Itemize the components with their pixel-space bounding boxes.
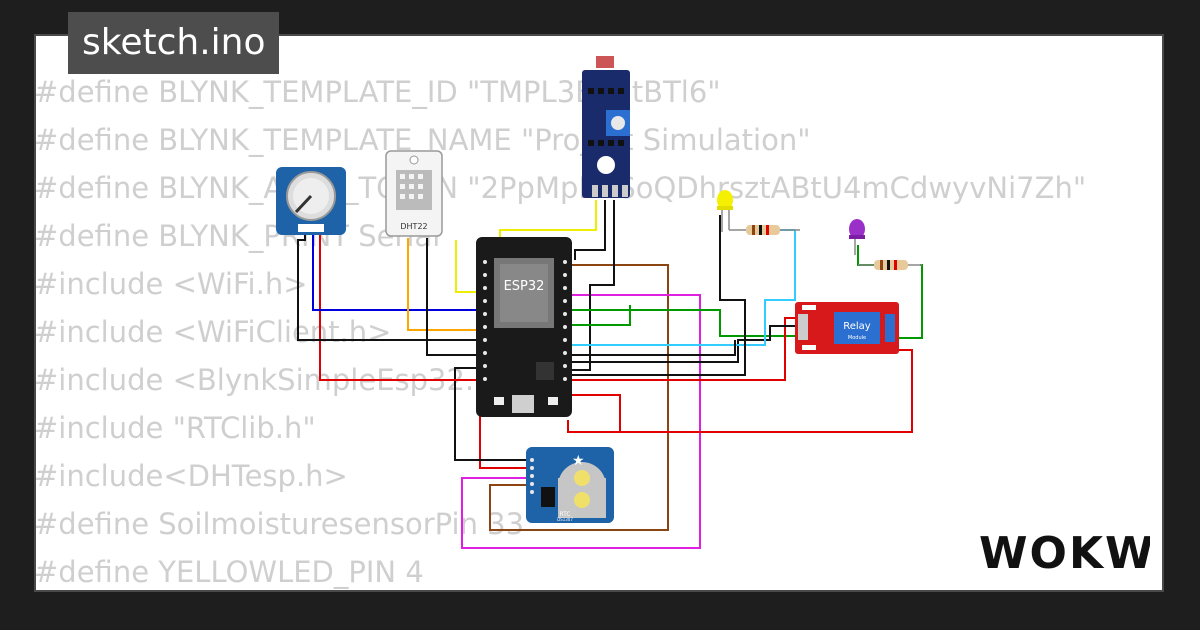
wire-black-pot bbox=[297, 232, 482, 341]
relay-label: Relay bbox=[843, 321, 871, 332]
relay-sub: Module bbox=[848, 335, 866, 341]
wokwi-logo: WOKWi bbox=[979, 528, 1150, 579]
yellow-led[interactable] bbox=[717, 190, 733, 232]
wire-red-pot bbox=[319, 232, 480, 381]
code-preview: #define BLYNK_TEMPLATE_ID "TMPL3BE7tBTl6… bbox=[34, 68, 1086, 596]
wire-black-ledy bbox=[568, 215, 746, 376]
wire-brown bbox=[489, 264, 669, 531]
sketch-file-tab[interactable]: sketch.ino bbox=[68, 12, 280, 74]
wire-orange-dht bbox=[407, 238, 488, 331]
esp32-board[interactable]: ESP32 bbox=[476, 237, 572, 417]
wire-black-relay bbox=[568, 325, 805, 363]
code-line: #include "RTClib.h" bbox=[34, 411, 316, 445]
wire-blue-pot bbox=[312, 232, 488, 311]
potentiometer[interactable] bbox=[276, 167, 346, 235]
wire-green-esp bbox=[568, 305, 631, 326]
code-line: #include<DHTesp.h> bbox=[34, 459, 348, 493]
resistor-yellow bbox=[729, 225, 800, 235]
wire-green-relay bbox=[568, 309, 805, 337]
dht22-sensor[interactable]: DHT22 bbox=[385, 150, 443, 237]
purple-led[interactable] bbox=[849, 219, 865, 255]
dht-label: DHT22 bbox=[400, 222, 427, 231]
esp32-label: ESP32 bbox=[504, 279, 545, 294]
wires bbox=[297, 200, 923, 549]
wire-cyan bbox=[568, 229, 796, 346]
relay-module[interactable]: Relay Module bbox=[795, 302, 899, 354]
svg-text:★: ★ bbox=[572, 453, 585, 469]
code-line: #define BLYNK_TEMPLATE_ID "TMPL3BE7tBTl6… bbox=[34, 75, 721, 109]
wire-black-dht bbox=[426, 238, 482, 356]
wire-red-esp2 bbox=[567, 420, 620, 433]
rtc-module[interactable]: ★ RTC DS1307 bbox=[526, 447, 614, 523]
rtc-sub: DS1307 bbox=[557, 517, 573, 522]
wire-black-esp-r bbox=[568, 340, 736, 356]
resistor-purple bbox=[858, 260, 922, 270]
wire-black-ldr2 bbox=[568, 200, 615, 371]
wire-magenta-rtc bbox=[461, 294, 701, 549]
code-line: #include <WiFi.h> bbox=[34, 267, 308, 301]
ldr-module[interactable] bbox=[582, 56, 630, 198]
code-line: #include <WiFiClient.h> bbox=[34, 315, 392, 349]
code-line: #define YELLOWLED_PIN 4 bbox=[34, 555, 424, 589]
wire-red-long bbox=[568, 349, 913, 433]
wire-black-rtc bbox=[454, 367, 527, 461]
rtc-label: RTC bbox=[559, 511, 570, 518]
logo-text: WOKWi bbox=[979, 528, 1150, 579]
wire-green-ledp bbox=[857, 245, 875, 266]
wire-black-ldr bbox=[574, 200, 606, 260]
code-line: #define SoilmoisturesensorPin 33 bbox=[34, 507, 525, 541]
